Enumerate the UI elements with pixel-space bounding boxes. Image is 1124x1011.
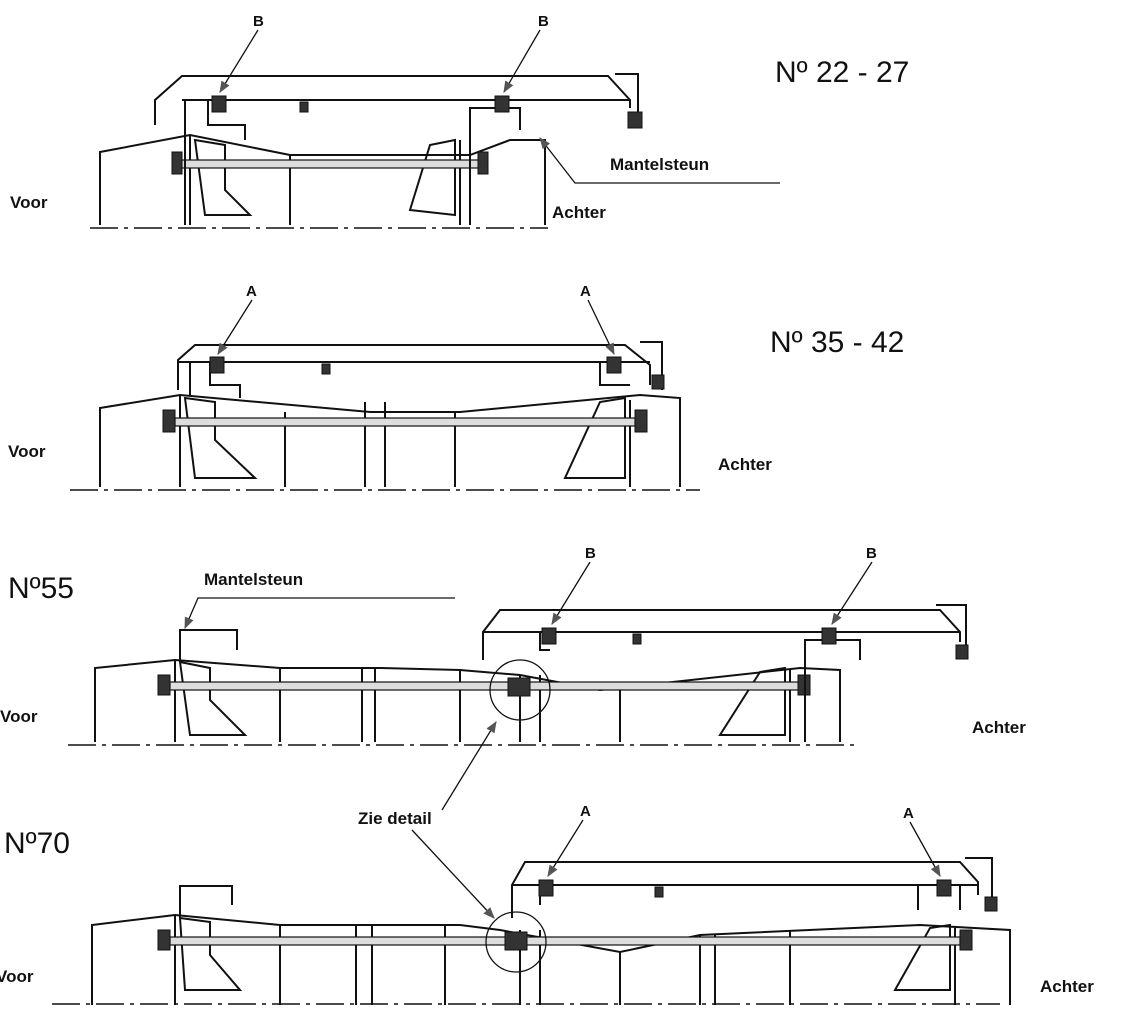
label-b: B [253,13,264,30]
mantelsteun-leader [184,597,455,630]
section-70 [52,819,1011,1005]
bolt-b-front [541,627,557,645]
voor-label: Voor [0,967,34,986]
rear-gusset [893,923,951,991]
arrow-a-rear [909,821,941,878]
detail-circle [489,659,551,721]
arrow-a-front [547,819,584,877]
front-gusset [178,660,248,736]
frame-body [91,913,1011,1005]
front-gusset [183,396,258,479]
label-b: B [585,545,596,562]
model-label: Nº 22 - 27 [775,56,909,89]
zie-detail-leader-1 [441,721,497,811]
bolt-a-front [538,879,554,897]
cover-plate [154,75,631,125]
voor-label: Voor [8,442,46,461]
label-a: A [580,803,591,820]
front-gusset [178,916,243,991]
bolt-a-rear [936,879,952,897]
rear-gusset [563,396,626,479]
label-a: A [580,283,591,300]
tension-rod [174,417,636,427]
cover-plate [511,861,979,918]
frame-body [99,393,681,487]
front-support [179,629,238,660]
mantelsteun-label: Mantelsteun [610,155,709,174]
achter-label: Achter [972,718,1026,737]
zie-detail-leader-2 [411,829,495,919]
bolt-a-rear [606,356,622,374]
arrow-b-rear [831,561,873,625]
bolt-a-front [209,356,225,374]
detail-circle [485,911,547,973]
rear-gusset [408,138,456,217]
cover-plate [177,344,651,390]
label-a: A [903,805,914,822]
front-support [179,885,233,918]
achter-label: Achter [718,455,772,474]
mantelsteun-label: Mantelsteun [204,570,303,589]
tension-rod [169,936,961,946]
mantelsteun-leader [539,137,780,184]
achter-label: Achter [1040,977,1094,996]
frame-body [99,133,546,225]
frame-body [94,658,841,742]
voor-label: Voor [0,707,38,726]
arrow-a-front [217,299,253,355]
label-b: B [866,545,877,562]
label-b: B [538,13,549,30]
section-22-27 [90,29,780,229]
front-gusset [193,138,253,216]
bolt-b-rear [821,627,837,645]
section-35-42 [70,299,700,491]
model-label: Nº70 [4,827,70,860]
model-label: Nº55 [8,572,74,605]
achter-label: Achter [552,203,606,222]
bolt-b-front [211,95,227,113]
zie-detail-label: Zie detail [358,809,432,828]
voor-label: Voor [10,193,48,212]
rear-gusset [718,666,786,736]
front-support [207,100,246,140]
cover-plate [482,609,961,660]
tension-rod [169,681,801,691]
model-label: Nº 35 - 42 [770,326,904,359]
label-a: A [246,283,257,300]
arrow-b-front [219,29,259,93]
arrow-b-rear [503,29,541,94]
arrow-b-front [551,561,591,625]
arrow-a-rear [587,299,615,356]
bolt-b-rear [494,95,510,113]
tension-rod [179,159,481,169]
section-55 [68,561,969,811]
